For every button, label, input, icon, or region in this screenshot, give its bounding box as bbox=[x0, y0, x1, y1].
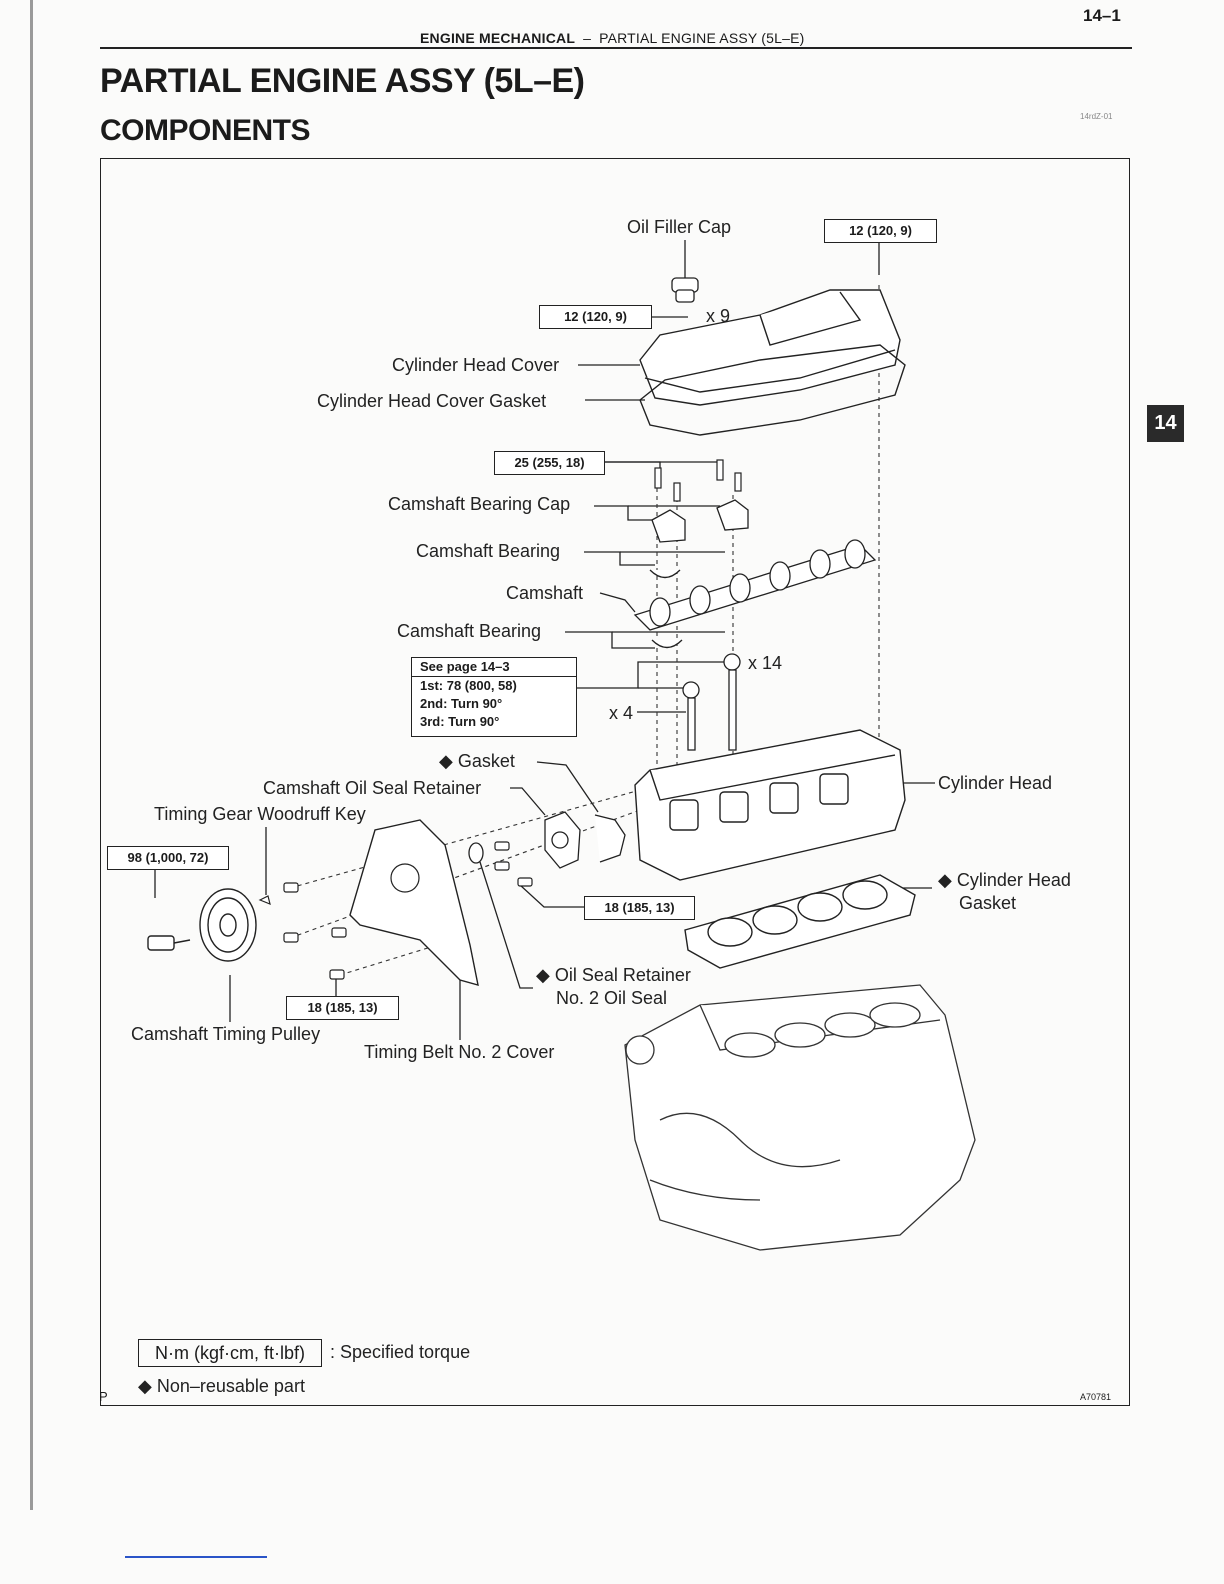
leader-head-bolts bbox=[577, 661, 725, 689]
label-x14: x 14 bbox=[748, 653, 783, 673]
label-timing-gear-woodruff-key: Timing Gear Woodruff Key bbox=[154, 804, 366, 824]
spec-step-3: 3rd: Turn 90° bbox=[420, 714, 500, 729]
torque-box-cover-left: 12 (120, 9) bbox=[539, 305, 652, 329]
camshaft-part bbox=[633, 539, 877, 631]
leader-bearing-cap-bolt-1 bbox=[604, 461, 661, 470]
figure-id: A70781 bbox=[1080, 1392, 1112, 1402]
cylinder-block-part bbox=[624, 984, 976, 1251]
page-subtitle: COMPONENTS bbox=[100, 114, 311, 147]
leader-bearing-lower bbox=[565, 631, 655, 649]
small-code: 14rdZ-01 bbox=[1080, 112, 1113, 121]
torque-box-retainer: 18 (185, 13) bbox=[584, 896, 695, 920]
legend-torque-unit: N·m (kgf·cm, ft·lbf) bbox=[138, 1339, 322, 1367]
leader-bearing-cap bbox=[594, 505, 655, 521]
cylinder-head-cover-part bbox=[639, 289, 901, 406]
cover-gasket-part bbox=[639, 344, 906, 436]
label-x4: x 4 bbox=[609, 703, 634, 723]
head-bolt-parts bbox=[682, 653, 741, 751]
label-camshaft-bearing-cap: Camshaft Bearing Cap bbox=[388, 494, 571, 514]
label-oil-seal-retainer: ◆ Oil Seal Retainer bbox=[536, 965, 691, 985]
label-cylinder-head-gasket-1: ◆ Cylinder Head bbox=[938, 870, 1071, 890]
label-oil-filler-cap: Oil Filler Cap bbox=[627, 217, 732, 237]
label-cylinder-head: Cylinder Head bbox=[938, 773, 1053, 793]
label-cylinder-head-cover: Cylinder Head Cover bbox=[392, 355, 560, 375]
torque-box-pulley: 98 (1,000, 72) bbox=[107, 846, 229, 870]
timing-belt-cover-part bbox=[349, 819, 479, 986]
running-header: ENGINE MECHANICAL–PARTIAL ENGINE ASSY (5… bbox=[420, 30, 805, 46]
oil-filler-cap-part bbox=[671, 277, 699, 303]
label-no2-oil-seal: No. 2 Oil Seal bbox=[556, 988, 668, 1008]
header-section: ENGINE MECHANICAL bbox=[420, 30, 576, 46]
page-title: PARTIAL ENGINE ASSY (5L–E) bbox=[100, 62, 585, 100]
diagram-frame bbox=[100, 158, 1130, 1406]
header-topic: PARTIAL ENGINE ASSY (5L–E) bbox=[599, 30, 805, 46]
bearing-cap-bolts bbox=[654, 459, 742, 502]
leader-gasket bbox=[536, 761, 599, 813]
label-timing-belt-no2-cover: Timing Belt No. 2 Cover bbox=[364, 1042, 555, 1062]
leader-oil-seal bbox=[479, 861, 533, 989]
lower-bearing-parts bbox=[649, 569, 683, 649]
label-x9: x 9 bbox=[706, 306, 731, 326]
leader-camshaft bbox=[599, 592, 636, 613]
label-camshaft-bearing-lower: Camshaft Bearing bbox=[397, 621, 542, 641]
page-number: 14–1 bbox=[1083, 6, 1121, 25]
torque-box-cover-right: 12 (120, 9) bbox=[824, 219, 937, 243]
camshaft-timing-pulley-part bbox=[147, 888, 257, 962]
label-camshaft-oil-seal-retainer: Camshaft Oil Seal Retainer bbox=[263, 778, 482, 798]
cylinder-head-part bbox=[634, 729, 906, 881]
label-camshaft-timing-pulley: Camshaft Timing Pulley bbox=[131, 1024, 321, 1044]
bearing-cap-parts bbox=[651, 499, 749, 543]
label-camshaft-bearing-upper: Camshaft Bearing bbox=[416, 541, 561, 561]
blue-underline bbox=[125, 1556, 267, 1558]
oil-seal-retainer-part bbox=[468, 811, 626, 869]
cylinder-head-gasket-part bbox=[684, 874, 916, 969]
leader-bearing-upper bbox=[584, 551, 655, 566]
small-bolt-parts bbox=[258, 841, 533, 980]
chapter-tab[interactable]: 14 bbox=[1147, 405, 1184, 442]
header-rule bbox=[100, 47, 1132, 49]
head-bolt-torque-spec: See page 14–3 1st: 78 (800, 58) 2nd: Tur… bbox=[411, 657, 577, 737]
torque-box-bearing-cap: 25 (255, 18) bbox=[494, 451, 605, 475]
label-camshaft: Camshaft bbox=[506, 583, 584, 603]
legend-torque-text: : Specified torque bbox=[330, 1342, 471, 1362]
label-cylinder-head-gasket-2: Gasket bbox=[959, 893, 1017, 913]
p-mark: P bbox=[99, 1389, 108, 1404]
label-cylinder-head-cover-gasket: Cylinder Head Cover Gasket bbox=[317, 391, 547, 411]
label-gasket: ◆ Gasket bbox=[439, 751, 515, 771]
spec-step-1: 1st: 78 (800, 58) bbox=[420, 678, 517, 693]
torque-box-belt-cover: 18 (185, 13) bbox=[286, 996, 399, 1020]
spec-see-page: See page 14–3 bbox=[412, 658, 576, 677]
spec-step-2: 2nd: Turn 90° bbox=[420, 696, 503, 711]
legend-nonreusable: ◆ Non–reusable part bbox=[138, 1376, 305, 1396]
header-separator: – bbox=[583, 30, 592, 46]
binder-edge bbox=[30, 0, 33, 1510]
leader-torque-retainer bbox=[519, 884, 584, 908]
leader-oil-seal-retainer bbox=[510, 787, 546, 816]
